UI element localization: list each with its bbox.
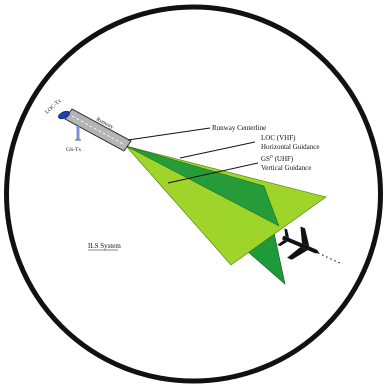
runway-centerline-marking — [71, 115, 126, 146]
runway-centerline-leader — [127, 127, 211, 141]
diagram-title: ILS System — [88, 242, 121, 250]
gs-leader — [167, 162, 259, 184]
gs-superscript: D — [270, 154, 273, 159]
runway-centerline-label: Runway Centerline — [212, 124, 266, 132]
loc-label-line2: Horizontal Guidance — [261, 143, 320, 151]
airplane-icon — [277, 226, 319, 260]
glideslope-beam — [125, 145, 327, 266]
gs-label-line1: GSD (UHF) — [261, 154, 294, 163]
beam-overlap — [125, 145, 280, 227]
gs-label-line2: Vertical Guidance — [261, 164, 311, 172]
gs-transmitter-icon — [75, 126, 81, 141]
loc-leader — [179, 141, 256, 159]
loc-transmitter-icon — [58, 110, 70, 120]
loc-label-line1: LOC (VHF) — [261, 134, 296, 142]
gs-tx-label: GS-Tx — [66, 147, 81, 153]
